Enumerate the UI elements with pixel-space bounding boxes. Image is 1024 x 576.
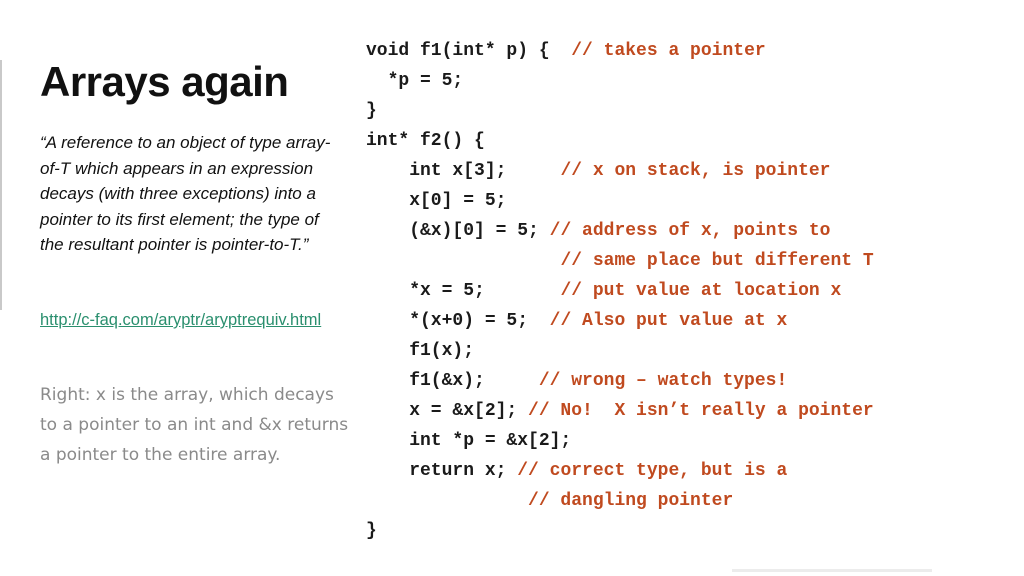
- code-line: *(x+0) = 5; // Also put value at x: [366, 306, 874, 336]
- code-comment: // Also put value at x: [549, 311, 788, 331]
- code-comment: // dangling pointer: [528, 491, 734, 511]
- code-line: f1(&x); // wrong – watch types!: [366, 366, 874, 396]
- code-line: int* f2() {: [366, 126, 874, 156]
- code-text: return x;: [366, 461, 518, 481]
- code-block: void f1(int* p) { // takes a pointer *p …: [366, 36, 874, 546]
- code-comment: // x on stack, is pointer: [560, 161, 831, 181]
- code-text: *p = 5;: [366, 71, 464, 91]
- code-text: void f1(int* p) {: [366, 41, 572, 61]
- code-text: x[0] = 5;: [366, 191, 507, 211]
- code-comment: // wrong – watch types!: [538, 371, 788, 391]
- code-line: }: [366, 96, 874, 126]
- code-text: int x[3];: [366, 161, 561, 181]
- code-text: x = &x[2];: [366, 401, 529, 421]
- code-text: }: [366, 521, 377, 541]
- code-line: x = &x[2]; // No! X isn’t really a point…: [366, 396, 874, 426]
- code-text: *x = 5;: [366, 281, 561, 301]
- quote-text: “A reference to an object of type array-…: [40, 133, 331, 254]
- code-text: [366, 251, 560, 271]
- code-comment: // No! X isn’t really a pointer: [528, 401, 874, 421]
- code-line: // same place but different T: [366, 246, 874, 276]
- footer-faint-text: [732, 569, 932, 572]
- code-line: x[0] = 5;: [366, 186, 874, 216]
- slide-title: Arrays again: [40, 58, 289, 105]
- c-faq-link[interactable]: http://c-faq.com/aryptr/aryptrequiv.html: [40, 311, 322, 329]
- explanation-text: Right: x is the array, which decays to a…: [40, 385, 349, 465]
- code-text: [366, 491, 528, 511]
- code-text: f1(&x);: [366, 371, 539, 391]
- code-line: int *p = &x[2];: [366, 426, 874, 456]
- code-line: *x = 5; // put value at location x: [366, 276, 874, 306]
- code-text: *(x+0) = 5;: [366, 311, 550, 331]
- code-line: (&x)[0] = 5; // address of x, points to: [366, 216, 874, 246]
- code-text: int* f2() {: [366, 131, 485, 151]
- code-text: (&x)[0] = 5;: [366, 221, 550, 241]
- code-text: f1(x);: [366, 341, 475, 361]
- code-text: int *p = &x[2];: [366, 431, 572, 451]
- code-line: int x[3]; // x on stack, is pointer: [366, 156, 874, 186]
- code-line: f1(x);: [366, 336, 874, 366]
- left-edge-divider: [0, 60, 2, 310]
- code-text: }: [366, 101, 377, 121]
- code-line: *p = 5;: [366, 66, 874, 96]
- code-comment: // address of x, points to: [549, 221, 831, 241]
- code-comment: // takes a pointer: [571, 41, 766, 61]
- code-line: void f1(int* p) { // takes a pointer: [366, 36, 874, 66]
- code-comment: // put value at location x: [560, 281, 842, 301]
- code-comment: // correct type, but is a: [517, 461, 788, 481]
- code-comment: // same place but different T: [560, 251, 874, 271]
- code-line: return x; // correct type, but is a: [366, 456, 874, 486]
- code-line: }: [366, 516, 874, 546]
- code-line: // dangling pointer: [366, 486, 874, 516]
